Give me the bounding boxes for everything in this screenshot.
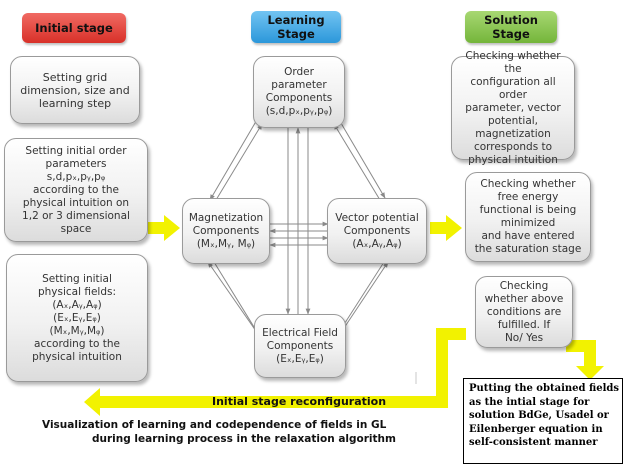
yellow-arrow-left [148, 215, 180, 241]
yellow-arrow-right [430, 215, 462, 241]
edge-magnetization-to-order [215, 123, 263, 201]
header-solution-label: Solution Stage [484, 13, 538, 41]
yes-arrow [566, 340, 604, 380]
edge-electrical-to-vector [339, 261, 389, 335]
header-initial-stage: Initial stage [22, 13, 126, 43]
header-solution-stage: Solution Stage [465, 11, 557, 43]
edge-order-to-magnetization [209, 117, 259, 201]
reconfiguration-label: Initial stage reconfiguration [212, 395, 387, 408]
header-learning-label: Learning Stage [267, 13, 325, 41]
figure-caption: Visualization of learning and codependen… [42, 419, 396, 445]
edge-order-to-vector [337, 117, 386, 199]
header-learning-stage: Learning Stage [251, 11, 341, 43]
header-initial-label: Initial stage [35, 21, 113, 35]
edge-electrical-to-magnetization [207, 261, 259, 335]
edge-vector-to-order [333, 123, 381, 201]
reconfig-loop-arrow [84, 328, 466, 416]
